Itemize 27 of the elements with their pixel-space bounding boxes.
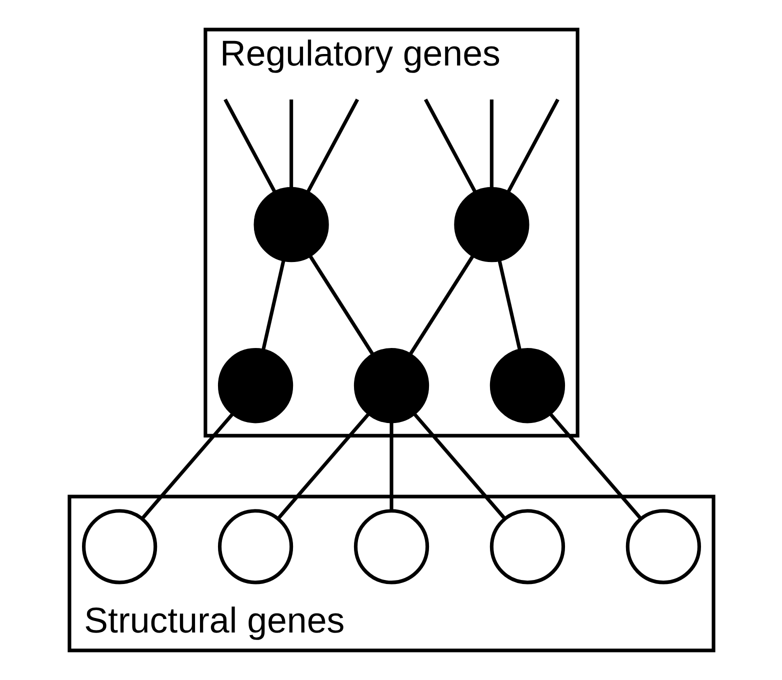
node-circle <box>82 509 157 584</box>
connector <box>423 98 476 194</box>
node-circle <box>217 348 293 424</box>
connector <box>506 98 559 194</box>
node-circle <box>489 509 565 584</box>
node-circle <box>353 509 429 584</box>
connector <box>489 99 493 189</box>
connector <box>289 99 293 189</box>
connector <box>408 255 474 356</box>
connector <box>306 98 359 194</box>
connector <box>140 412 234 520</box>
node-circle <box>253 187 328 262</box>
cluster: Structural genes <box>67 494 715 652</box>
connector <box>548 412 642 520</box>
connector <box>308 255 374 356</box>
node-circle <box>217 509 293 584</box>
connector <box>389 422 393 511</box>
node-circle <box>454 187 529 262</box>
node-circle <box>489 348 565 424</box>
node-circle <box>625 509 700 584</box>
connector <box>497 259 522 351</box>
connector <box>223 98 276 194</box>
connector <box>276 412 370 520</box>
node-circle <box>353 348 429 424</box>
connector <box>412 412 506 520</box>
cluster: Regulatory genes <box>203 28 579 438</box>
connector <box>260 259 285 351</box>
